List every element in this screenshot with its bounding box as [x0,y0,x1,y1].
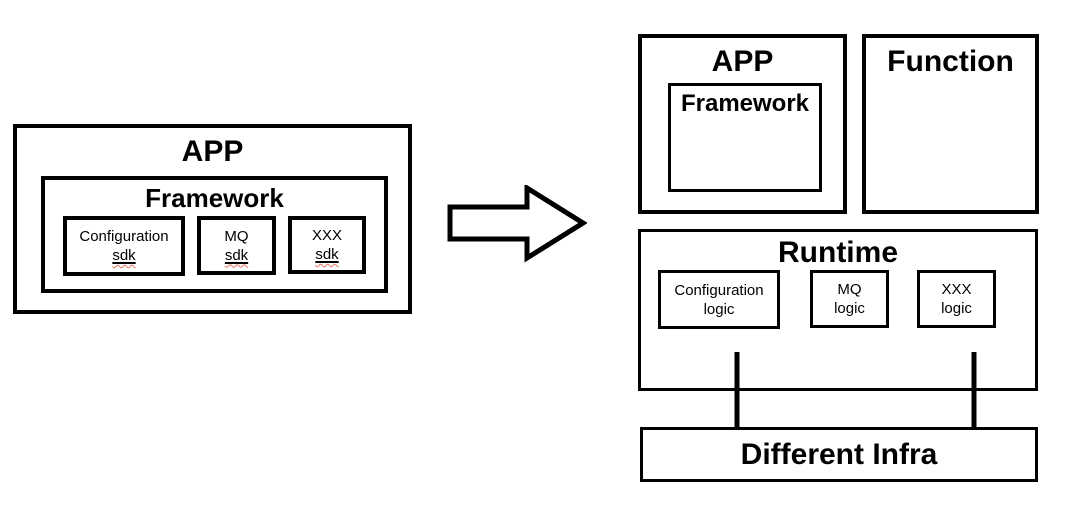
runtime-box: Runtime Configuration logic MQ logic XXX… [638,229,1038,391]
logic-box-configuration-line1: Configuration [674,281,764,299]
left-app-box: APP Framework Configuration sdk MQ sdk X… [13,124,412,314]
logic-box-mq-line2: logic [834,300,865,317]
transition-right-arrow-icon [447,185,587,263]
infra-box: Different Infra [640,427,1038,482]
left-framework-title: Framework [145,183,284,213]
function-box: Function [862,34,1039,214]
infra-title: Different Infra [740,437,938,471]
sdk-box-xxx-line1: XXX [311,227,342,244]
logic-box-mq-line1: MQ [837,281,862,298]
sdk-box-configuration-line1: Configuration [79,228,169,245]
function-title: Function [887,45,1014,78]
runtime-title: Runtime [778,236,898,269]
right-framework-title: Framework [680,90,810,117]
sdk-box-configuration: Configuration sdk [63,216,185,276]
sdk-box-configuration-line2: sdk [112,247,136,264]
right-app-title: APP [711,45,774,78]
logic-box-mq: MQ logic [810,270,889,328]
logic-box-configuration-line2: logic [703,300,735,318]
right-framework-box: Framework [668,83,822,192]
left-app-title: APP [181,135,244,168]
sdk-box-xxx-line2: sdk [315,246,339,263]
sdk-box-mq-line1: MQ [224,227,249,245]
logic-box-xxx-line2: logic [941,300,972,317]
logic-box-xxx: XXX logic [917,270,996,328]
sdk-box-xxx: XXX sdk [288,216,366,274]
left-framework-box: Framework Configuration sdk MQ sdk XXX s… [41,176,388,293]
logic-box-configuration: Configuration logic [658,270,780,329]
sdk-box-mq-line2: sdk [224,246,249,264]
logic-box-xxx-line1: XXX [941,281,972,298]
sdk-box-mq: MQ sdk [197,216,276,275]
right-app-box: APP Framework [638,34,847,214]
